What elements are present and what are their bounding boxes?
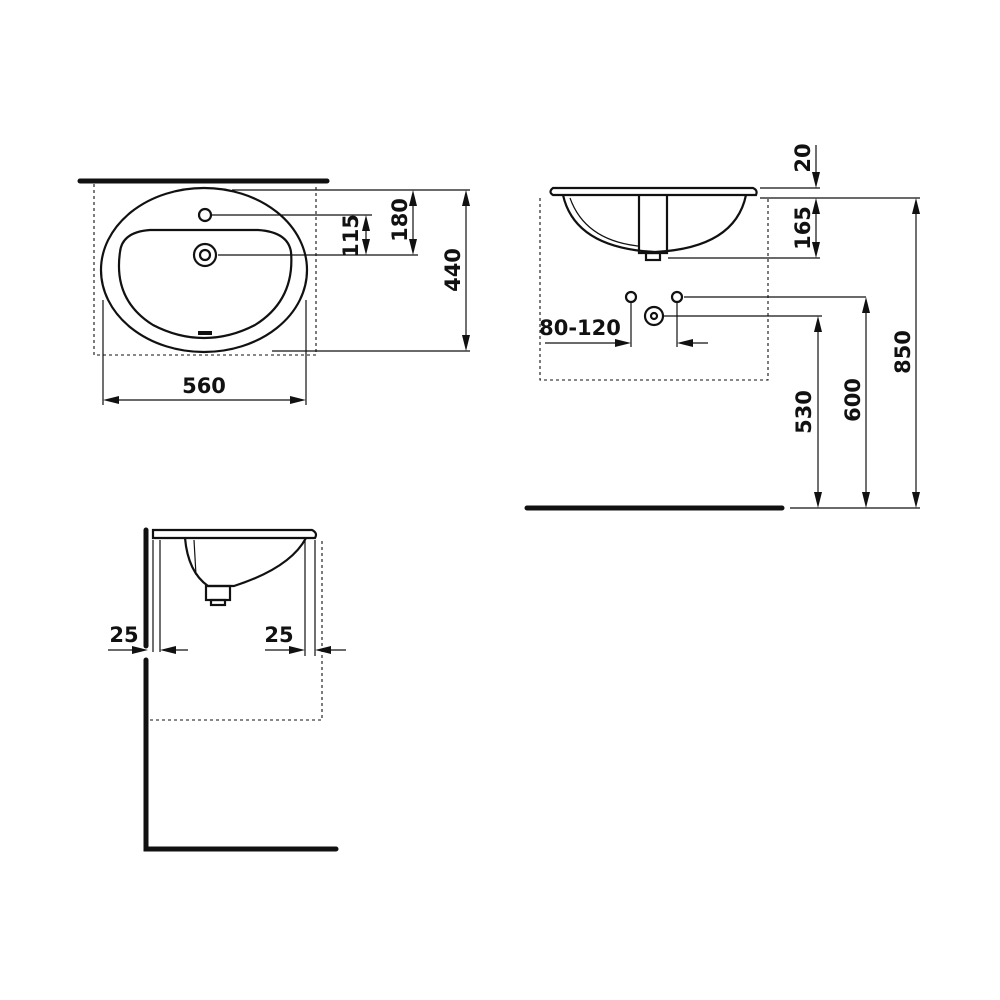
side-view-waste [204, 584, 232, 602]
side-view-waste-tail [209, 598, 227, 607]
arrowhead [289, 646, 305, 654]
drain-inner [198, 248, 212, 262]
dim-right-clearance-label: 25 [264, 623, 293, 647]
arrowhead [912, 198, 920, 214]
arrowhead [409, 190, 417, 206]
side-view-cutout-outline [150, 540, 323, 721]
dim-supply-spacing-label: 80-120 [539, 316, 621, 340]
arrowhead [362, 215, 370, 231]
arrowhead [812, 198, 820, 214]
front-view-bowl [561, 194, 748, 254]
drain-outer [192, 242, 218, 268]
top-view-basin-inner [117, 228, 293, 340]
supply-hole-right [670, 290, 684, 304]
dim-waste-height-label: 530 [792, 390, 816, 434]
top-view: 560 440 180 115 [77, 178, 470, 405]
dim-drain-offset-label: 115 [339, 214, 363, 258]
top-view-basin-outer [99, 186, 309, 354]
waste-pipe-outer [643, 305, 665, 327]
dim-bowl-depth-label: 165 [791, 206, 815, 250]
dim-width-label: 560 [182, 374, 226, 398]
arrowhead [812, 172, 820, 188]
overflow-slot [198, 331, 212, 335]
arrowhead [409, 239, 417, 255]
dim-supply-height-label: 600 [841, 378, 865, 422]
waste-tailpiece [644, 251, 662, 262]
tap-hole [197, 207, 213, 223]
dim-left-clearance-label: 25 [109, 623, 138, 647]
side-view-rim [151, 528, 318, 540]
top-view-cutout-outline [93, 184, 317, 356]
front-view-cutout-outline [539, 198, 769, 381]
arrowhead [814, 492, 822, 508]
front-view-bowl-inner [569, 197, 639, 247]
side-view-wall-floor [143, 657, 339, 852]
arrowhead [862, 492, 870, 508]
arrowhead [103, 396, 119, 404]
front-view: 20 165 530 600 850 80-120 [524, 143, 920, 511]
arrowhead [812, 242, 820, 258]
arrowhead [912, 492, 920, 508]
arrowhead [677, 339, 693, 347]
arrowhead [462, 190, 470, 206]
arrowhead [290, 396, 306, 404]
side-view-bowl-inner [193, 539, 197, 576]
arrowhead [814, 316, 822, 332]
arrowhead [862, 297, 870, 313]
front-view-rim [549, 186, 758, 197]
dim-overall-height-label: 850 [891, 330, 915, 374]
arrowhead [132, 646, 148, 654]
dim-tap-offset-label: 180 [388, 198, 412, 242]
waste-pipe-inner [649, 311, 659, 321]
side-view: 25 25 [108, 527, 346, 852]
dim-rim-height-label: 20 [791, 143, 815, 172]
side-view-bowl [183, 537, 307, 588]
arrowhead [462, 335, 470, 351]
arrowhead [315, 646, 331, 654]
waste-outlet [637, 195, 669, 255]
supply-hole-left [624, 290, 638, 304]
arrowhead [362, 239, 370, 255]
dim-depth-label: 440 [441, 248, 465, 292]
arrowhead [615, 339, 631, 347]
arrowhead [160, 646, 176, 654]
